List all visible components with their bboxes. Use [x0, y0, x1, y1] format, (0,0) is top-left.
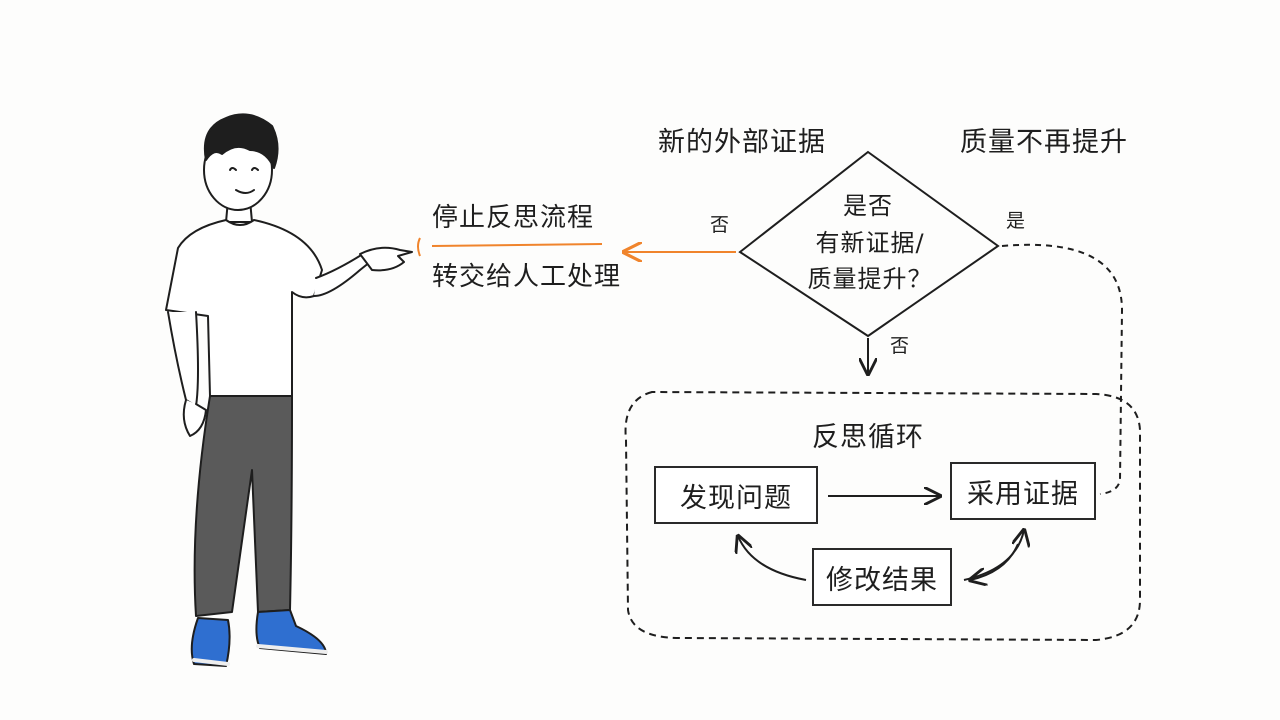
arrow-revise-to-find — [738, 536, 807, 581]
branch-label-yes: 是 — [1006, 210, 1026, 232]
pants — [193, 395, 293, 617]
decision-line3: 质量提升？ — [807, 265, 933, 293]
stop-label-line2: 转交给人工处理 — [432, 262, 622, 292]
branch-label-no-down: 否 — [890, 335, 910, 357]
arrow-revise-to-adopt — [963, 530, 1024, 581]
pointer-mark — [417, 237, 421, 257]
person-illustration — [165, 113, 413, 667]
label-quality-plateau: 质量不再提升 — [960, 127, 1128, 158]
decision-line2: 有新证据/ — [815, 229, 925, 257]
stop-box-divider — [431, 243, 603, 247]
arrow-adopt-to-revise — [970, 543, 1019, 580]
shoe-left — [190, 617, 231, 667]
label-new-evidence: 新的外部证据 — [658, 127, 826, 158]
box-adopt-evidence: 采用证据 — [950, 462, 1096, 520]
box-revise-result: 修改结果 — [812, 548, 952, 606]
stop-label-line1: 停止反思流程 — [432, 203, 595, 233]
loop-title: 反思循环 — [812, 422, 924, 453]
arrow-yes-path — [1001, 243, 1124, 495]
pointing-hand — [359, 246, 413, 272]
hair — [204, 113, 279, 169]
decision-line1: 是否 — [843, 192, 893, 220]
loop-container — [624, 390, 1141, 642]
box-find-issue: 发现问题 — [654, 466, 818, 524]
branch-label-no-left: 否 — [710, 214, 730, 236]
decision-diamond — [738, 150, 1000, 338]
